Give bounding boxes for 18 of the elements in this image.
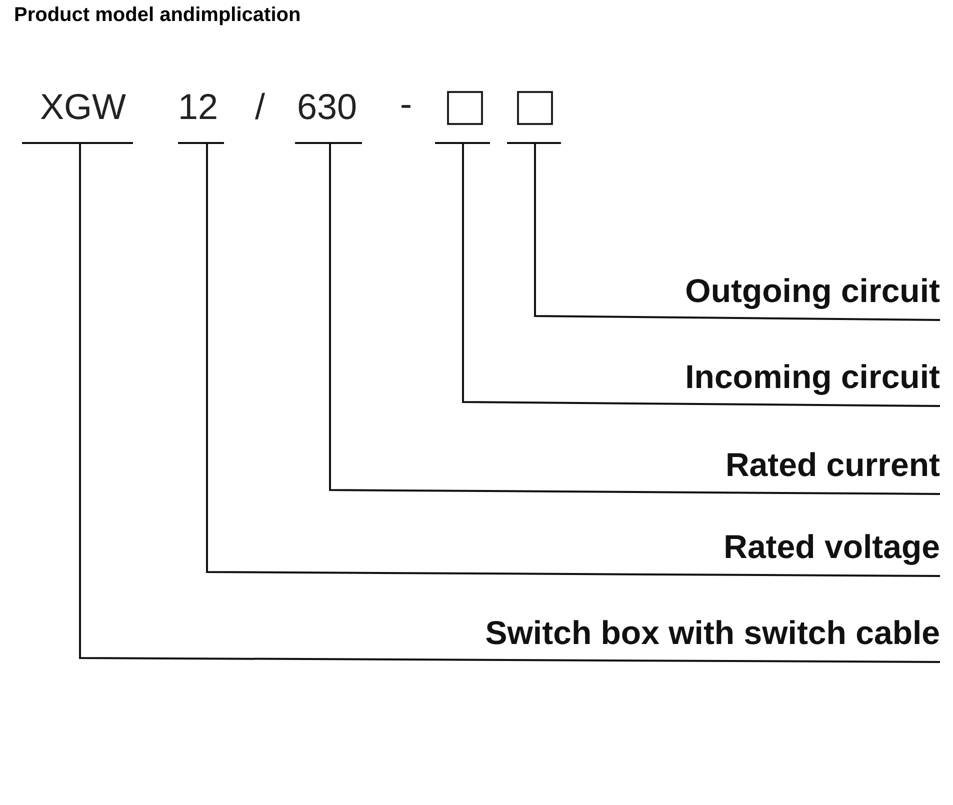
code-part: 630 [292,87,362,127]
description-label: Rated current [725,446,940,484]
code-part: XGW [35,87,131,127]
leader-line [294,142,941,495]
placeholder-box [447,91,483,125]
separator-sign: / [255,87,266,127]
description-label: Switch box with switch cable [485,614,940,652]
description-label: Rated voltage [724,528,940,566]
leader-line [21,142,941,663]
separator-sign: - [400,84,412,124]
description-label: Incoming circuit [685,358,940,396]
placeholder-box [517,91,553,125]
leader-line [434,142,941,407]
leader-line [506,142,941,321]
description-label: Outgoing circuit [685,272,940,310]
code-part: 12 [174,87,222,127]
title: Product model andimplication [14,4,301,27]
leader-line [177,142,941,577]
